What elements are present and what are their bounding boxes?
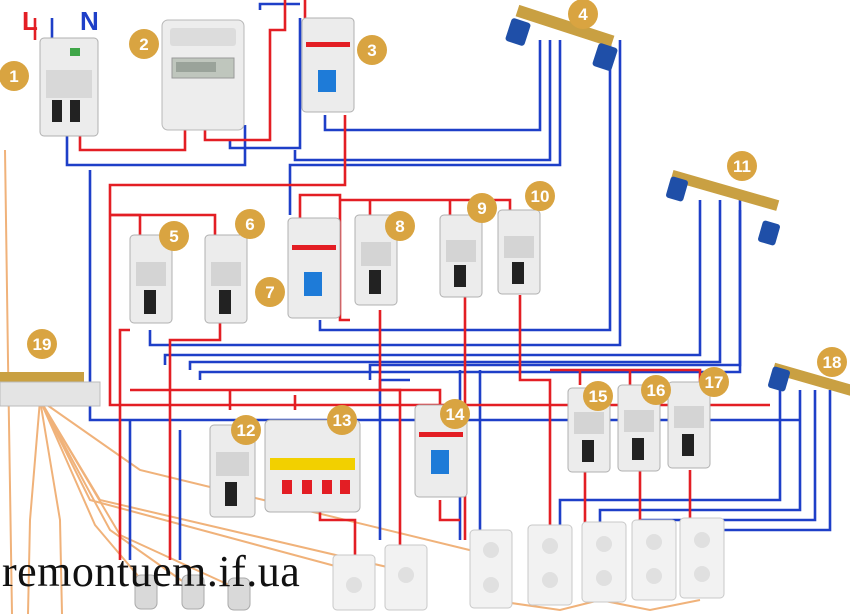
electric-meter bbox=[161, 19, 245, 131]
badge-number: 17 bbox=[705, 373, 724, 392]
badge-2: 2 bbox=[129, 29, 159, 59]
badge-5: 5 bbox=[159, 221, 189, 251]
breaker-6 bbox=[204, 234, 248, 324]
badge-number: 5 bbox=[169, 227, 178, 246]
watermark: remontuem.if.ua bbox=[2, 547, 301, 596]
badge-number: 14 bbox=[446, 405, 465, 424]
badge-number: 9 bbox=[477, 199, 486, 218]
badge-number: 7 bbox=[265, 283, 274, 302]
busbar-4 bbox=[505, 4, 618, 71]
breaker-9 bbox=[439, 214, 483, 298]
badge-6: 6 bbox=[235, 209, 265, 239]
bulbs bbox=[134, 574, 251, 611]
label-neutral: N bbox=[80, 6, 99, 36]
badge-17: 17 bbox=[699, 367, 729, 397]
breaker-5 bbox=[129, 234, 173, 324]
badge-number: 16 bbox=[647, 381, 666, 400]
breaker-16 bbox=[617, 384, 661, 472]
badge-11: 11 bbox=[727, 151, 757, 181]
badge-7: 7 bbox=[255, 277, 285, 307]
badge-number: 3 bbox=[367, 41, 376, 60]
badge-19: 19 bbox=[27, 329, 57, 359]
badge-number: 4 bbox=[578, 5, 588, 24]
badge-15: 15 bbox=[583, 381, 613, 411]
neutral-wires bbox=[50, 2, 832, 560]
busbar-19 bbox=[0, 372, 101, 407]
badge-12: 12 bbox=[231, 415, 261, 445]
label-phase: L bbox=[22, 6, 38, 36]
breaker-12 bbox=[209, 424, 256, 518]
badge-number: 18 bbox=[823, 353, 842, 372]
badge-10: 10 bbox=[525, 181, 555, 211]
badge-3: 3 bbox=[357, 35, 387, 65]
badge-number: 1 bbox=[9, 67, 18, 86]
badge-18: 18 bbox=[817, 347, 847, 377]
sockets bbox=[332, 517, 725, 611]
badge-number: 10 bbox=[531, 187, 550, 206]
phase-wires bbox=[33, 0, 770, 560]
badge-4: 4 bbox=[568, 0, 598, 29]
breaker-17 bbox=[667, 381, 711, 469]
badge-number: 11 bbox=[733, 157, 751, 176]
badge-number: 6 bbox=[245, 215, 254, 234]
badge-number: 2 bbox=[139, 35, 148, 54]
badge-8: 8 bbox=[385, 211, 415, 241]
badge-13: 13 bbox=[327, 405, 357, 435]
breaker-7 bbox=[287, 217, 341, 319]
diff-breaker-13 bbox=[264, 419, 361, 513]
badge-number: 8 bbox=[395, 217, 404, 236]
busbar-11 bbox=[666, 170, 780, 246]
badge-16: 16 bbox=[641, 375, 671, 405]
breaker-3 bbox=[301, 17, 355, 113]
badge-number: 19 bbox=[33, 335, 52, 354]
badge-number: 15 bbox=[589, 387, 608, 406]
breaker-1 bbox=[39, 37, 99, 137]
badge-number: 13 bbox=[333, 411, 352, 430]
busbar-18 bbox=[768, 362, 850, 399]
badge-number: 12 bbox=[237, 421, 256, 440]
breaker-8 bbox=[354, 214, 398, 306]
breaker-10 bbox=[497, 209, 541, 295]
badge-1: 1 bbox=[0, 61, 29, 91]
badge-14: 14 bbox=[440, 399, 470, 429]
badge-9: 9 bbox=[467, 193, 497, 223]
